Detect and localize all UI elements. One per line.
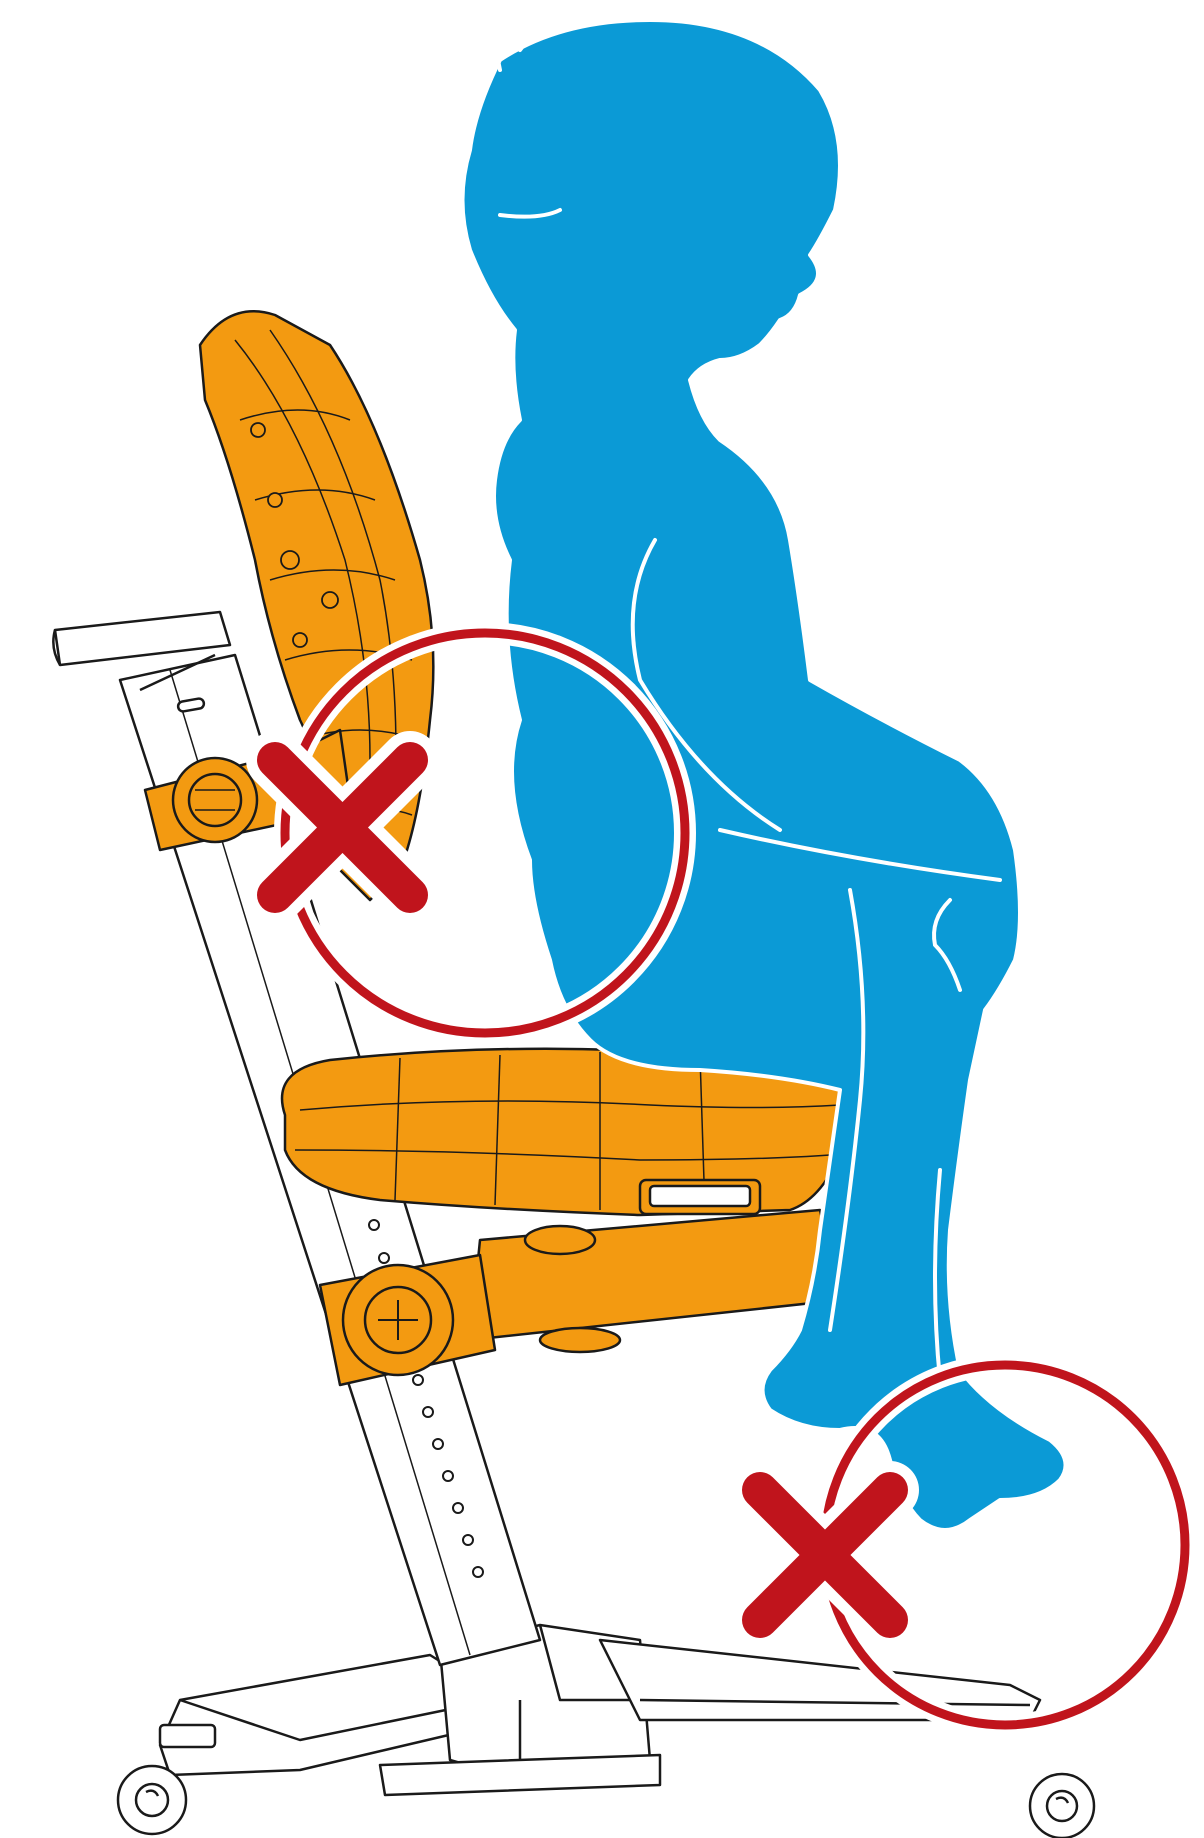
caster-wheel-icon [118, 1766, 186, 1834]
chair-base [160, 1625, 1040, 1795]
caster-wheel-icon [1030, 1774, 1094, 1838]
